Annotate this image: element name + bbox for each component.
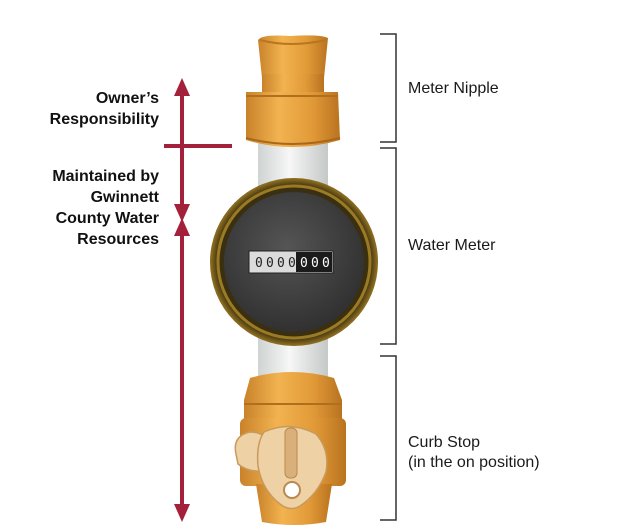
county-arrow-down-head [174,504,190,522]
register-digit: 0 [277,256,285,271]
curb-stop-icon [234,372,346,525]
maintained-by-label: Maintained by Gwinnett County Water Reso… [52,168,159,248]
meter-nipple-label: Meter Nipple [408,80,499,97]
county-arrow-up-head [174,218,190,236]
water-meter-icon [210,178,378,346]
water-meter-label: Water Meter [408,237,496,254]
owner-arrow-down-head [174,204,190,222]
meter-nipple-bracket [380,33,397,143]
register-digit: 0 [322,256,330,271]
register-digit: 0 [266,256,274,271]
curb-stop-label: Curb Stop (in the on position) [408,434,540,471]
register-digit: 0 [300,256,308,271]
meter-nipple-icon [245,35,341,147]
meter-register: 0 0 0 0 0 0 0 [255,256,330,271]
register-digit: 0 [311,256,319,271]
owner-arrow-up-head [174,78,190,96]
curb-stop-bracket [380,355,397,521]
section-brackets [380,33,397,521]
owner-responsibility-label: Owner’s Responsibility [49,90,159,128]
responsibility-arrows [164,78,232,522]
register-digit: 0 [288,256,296,271]
register-digit: 0 [255,256,263,271]
water-meter-bracket [380,147,397,345]
